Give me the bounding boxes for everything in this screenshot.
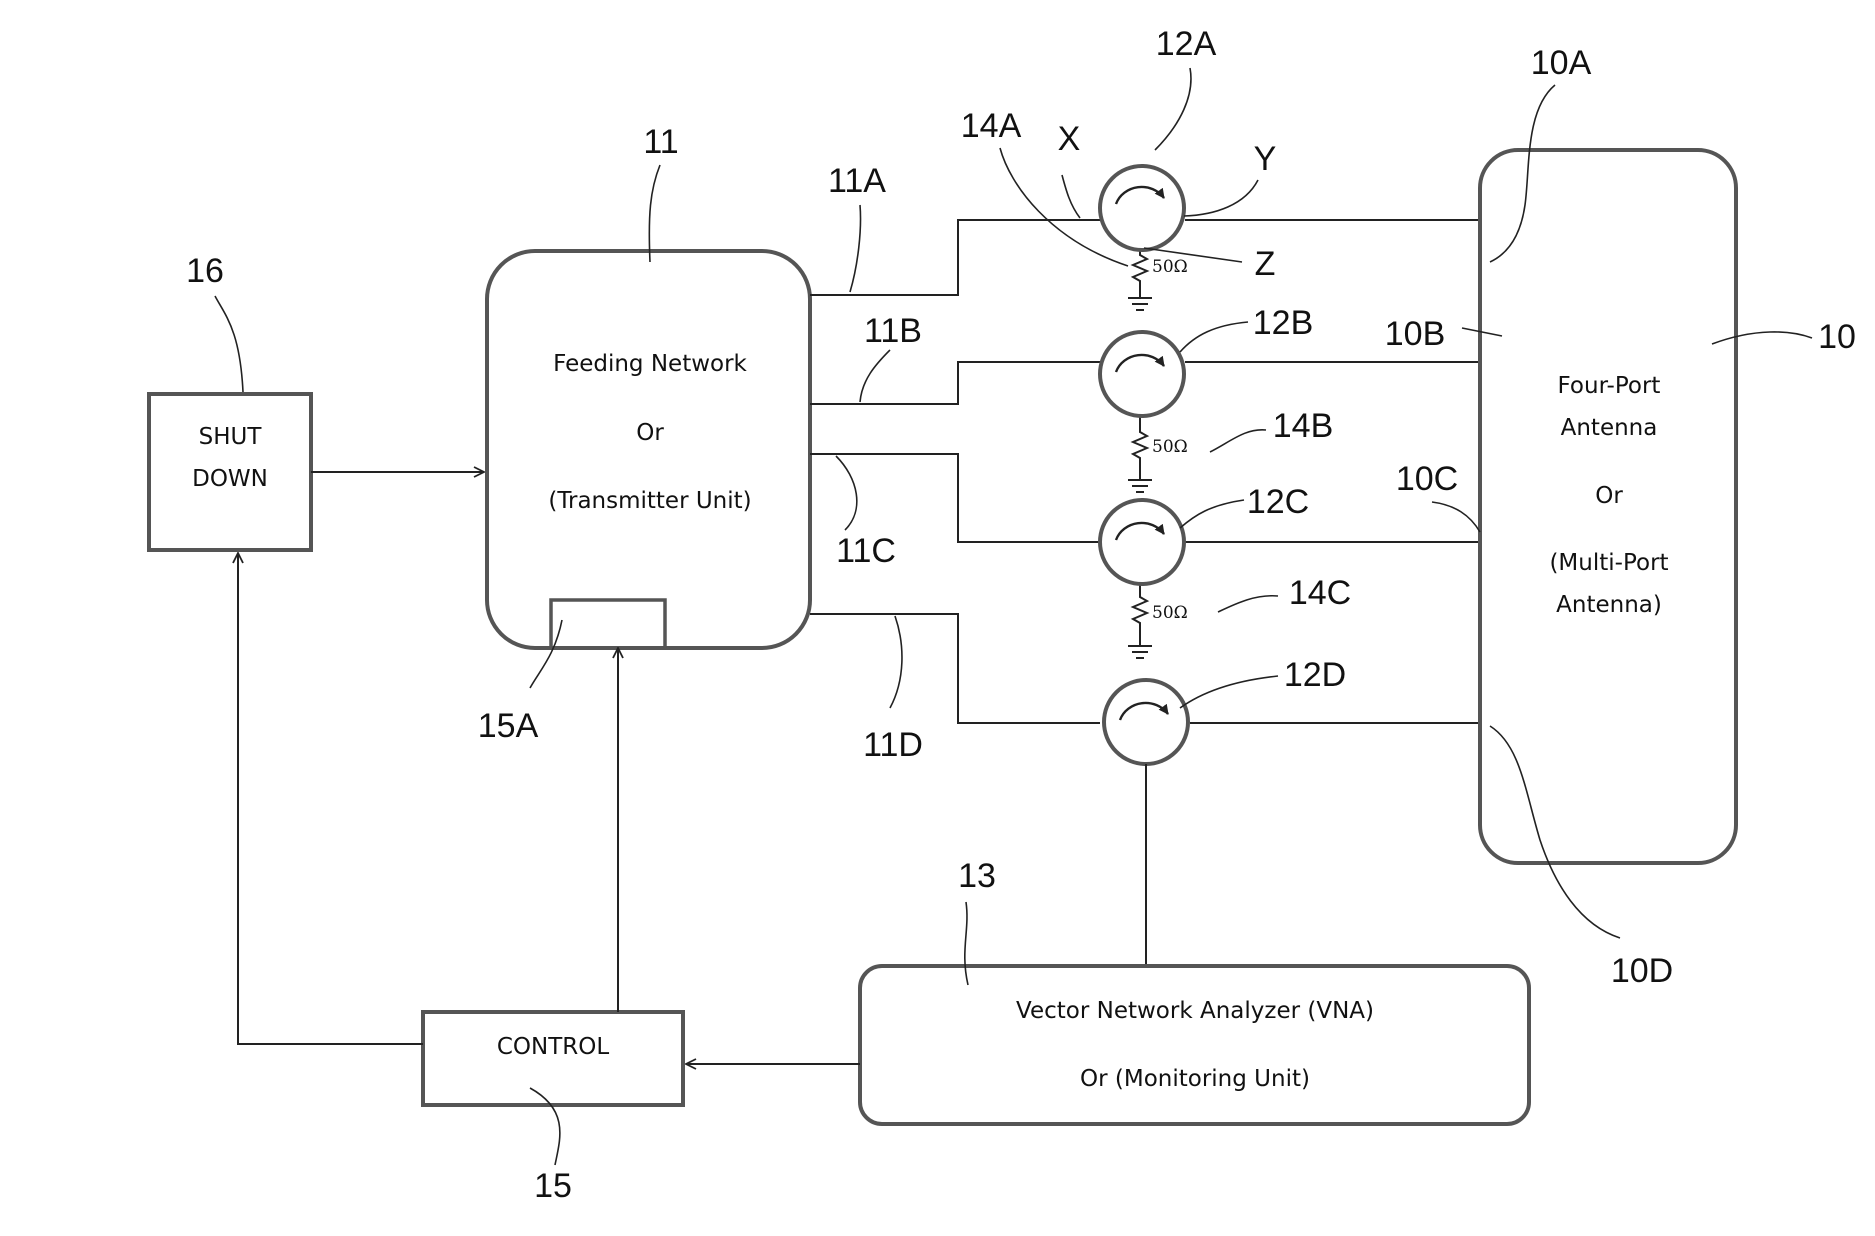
feed-line-11b-leader [860, 350, 890, 402]
antenna-port-10a-label: 10A [1531, 44, 1592, 82]
feed-line-11d [810, 614, 1100, 723]
antenna-label-line1: Four-Port [1558, 373, 1661, 399]
termination-14c-label: 14C [1289, 574, 1351, 612]
feeding-label-line1: Feeding Network [553, 351, 747, 377]
circulator-12d [1104, 680, 1188, 764]
control-ref-label: 15 [534, 1167, 572, 1205]
shutdown-ref-leader [215, 296, 243, 392]
feed-line-11c [810, 454, 1100, 542]
vna-ref-label: 13 [958, 857, 996, 895]
port-15a-ref-label: 15A [478, 707, 539, 745]
feeding-label-line2: Or [636, 420, 664, 446]
shutdown-ref-label: 16 [186, 252, 224, 290]
feed-line-11b [810, 362, 1100, 404]
port-y-label: Y [1254, 140, 1277, 178]
port-x-label: X [1058, 120, 1081, 158]
circulator-12c [1100, 500, 1184, 584]
control-label: CONTROL [497, 1034, 610, 1060]
termination-14c-value: 50Ω [1152, 603, 1188, 623]
control-ref-leader [530, 1088, 560, 1165]
port-x-leader [1062, 175, 1080, 218]
circulator-12b-leader [1180, 322, 1248, 352]
antenna-port-10c-leader [1432, 502, 1480, 532]
feed-line-11d-label: 11D [863, 726, 923, 764]
termination-14a-label: 14A [961, 107, 1022, 145]
arrow-control-to-shutdown [238, 553, 423, 1044]
antenna-block: Four-Port Antenna Or (Multi-Port Antenna… [1480, 150, 1736, 863]
control-block: CONTROL [423, 1012, 683, 1105]
antenna-port-10d-label: 10D [1611, 952, 1673, 990]
antenna-label-line4: (Multi-Port [1549, 550, 1668, 576]
shutdown-label-line2: DOWN [192, 466, 268, 492]
circulator-12c-label: 12C [1247, 483, 1309, 521]
circulator-12d-label: 12D [1284, 656, 1346, 694]
circulator-12d-leader [1180, 676, 1278, 708]
shutdown-label-line1: SHUT [199, 424, 263, 450]
antenna-port-10b-label: 10B [1385, 315, 1446, 353]
termination-14c-label-leader [1218, 596, 1278, 612]
antenna-ref-leader [1712, 332, 1812, 344]
termination-14b-value: 50Ω [1152, 437, 1188, 457]
feed-line-11b-label: 11B [864, 312, 922, 350]
antenna-label-line5: Antenna) [1556, 592, 1662, 618]
termination-14b-label-leader [1210, 430, 1266, 452]
feed-line-11d-leader [890, 616, 902, 708]
feeding-ref-label: 11 [643, 123, 678, 161]
vna-block: Vector Network Analyzer (VNA) Or (Monito… [860, 966, 1529, 1124]
vna-label-line1: Vector Network Analyzer (VNA) [1016, 998, 1374, 1024]
feed-line-11c-label: 11C [836, 532, 896, 570]
termination-14c: 50Ω [1128, 582, 1188, 658]
termination-14a-value: 50Ω [1152, 257, 1188, 277]
feeding-label-line3: (Transmitter Unit) [548, 488, 751, 514]
feed-line-11a [810, 220, 1100, 295]
vna-label-line2: Or (Monitoring Unit) [1080, 1066, 1310, 1092]
antenna-port-10d-leader [1490, 726, 1620, 938]
circulator-12a [1100, 166, 1184, 250]
feed-line-11a-leader [850, 205, 861, 292]
port-y-leader [1184, 180, 1258, 216]
circulator-12b [1100, 332, 1184, 416]
feed-line-11c-leader [836, 456, 857, 530]
circulator-12a-leader [1155, 68, 1191, 150]
circulator-12a-label: 12A [1156, 25, 1217, 63]
antenna-port-10a-leader [1490, 85, 1555, 262]
antenna-port-10c-label: 10C [1396, 460, 1458, 498]
antenna-ref-label: 10 [1818, 318, 1856, 356]
circulator-12b-label: 12B [1253, 304, 1314, 342]
termination-14a: 50Ω [1128, 250, 1188, 310]
antenna-label-line3: Or [1595, 483, 1623, 509]
port-z-label: Z [1255, 245, 1276, 283]
vna-ref-leader [965, 902, 968, 985]
circulator-12c-leader [1180, 500, 1244, 528]
control-port-15a [551, 600, 665, 648]
termination-14b-label: 14B [1273, 407, 1334, 445]
antenna-label-line2: Antenna [1561, 415, 1658, 441]
feeding-network-block: Feeding Network Or (Transmitter Unit) [487, 251, 810, 648]
shutdown-block: SHUT DOWN [149, 394, 311, 550]
port-15a-ref-leader [530, 620, 562, 688]
feed-line-11a-label: 11A [828, 162, 886, 200]
feeding-ref-leader [649, 165, 660, 262]
